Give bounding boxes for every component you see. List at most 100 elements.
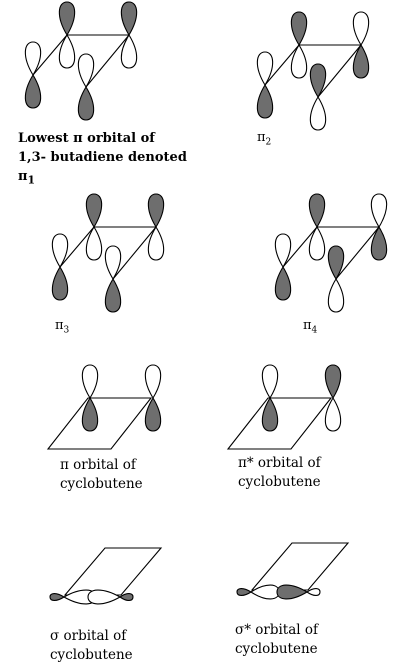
cyclobutene-pi-star-caption: π* orbital of cyclobutene xyxy=(238,454,321,492)
pi3-p-orbital-1-top-lobe xyxy=(51,233,69,269)
pi3-p-orbital-2 xyxy=(85,193,103,261)
cb-pistar-p-orbital-2 xyxy=(324,364,342,432)
pi1-p-orbital-2-bottom-lobe xyxy=(58,33,76,69)
pi2-p-orbital-2-top-lobe xyxy=(290,11,308,47)
pi1-p-orbital-3-top-lobe xyxy=(120,1,138,37)
pi3-p-orbital-1 xyxy=(51,233,69,301)
pi3-p-orbital-2-bottom-lobe xyxy=(85,225,103,261)
cyclobutene-sigma-diagram xyxy=(49,547,163,605)
pi4-p-orbital-4 xyxy=(327,245,345,313)
pi2-sym: π xyxy=(257,130,266,145)
pi2-p-orbital-1 xyxy=(256,51,274,119)
cyclobutene-pi-line2: cyclobutene xyxy=(60,476,143,492)
pi1-butadiene-diagram xyxy=(24,1,138,121)
pi4-sub: 4 xyxy=(311,325,318,336)
pi4-p-orbital-2 xyxy=(308,193,326,261)
pi3-p-orbital-4-top-lobe xyxy=(104,245,122,281)
pi3-p-orbital-4-bottom-lobe xyxy=(104,277,122,313)
cyclobutene-sigma-star-line2: cyclobutene xyxy=(235,641,318,657)
pi1-p-orbital-1-top-lobe xyxy=(24,41,42,77)
pi4-p-orbital-1-top-lobe xyxy=(274,233,292,269)
pi4-p-orbital-3-bottom-lobe xyxy=(370,225,388,261)
pi4-sym: π xyxy=(303,318,312,333)
cyclobutene-pi-star-line1: π* orbital of xyxy=(238,455,321,471)
cb-pi-p-orbital-2-top-lobe xyxy=(144,364,162,400)
cb-sigmastar-ring xyxy=(250,542,350,591)
pi2-p-orbital-4-bottom-lobe xyxy=(309,95,327,131)
pi4-butadiene-diagram xyxy=(274,193,388,313)
cb-pistar-p-orbital-2-bottom-lobe xyxy=(324,396,342,432)
pi1-symbol: π1 xyxy=(18,167,187,190)
pi4-p-orbital-2-top-lobe xyxy=(308,193,326,229)
pi1-bond-1-2 xyxy=(32,34,68,76)
cb-sigmastar-right-inner-lobe xyxy=(276,584,309,600)
pi2-p-orbital-1-top-lobe xyxy=(256,51,274,87)
cb-pistar-p-orbital-1 xyxy=(261,364,279,432)
pi2-p-orbital-4-top-lobe xyxy=(309,63,327,99)
pi2-p-orbital-2 xyxy=(290,11,308,79)
pi3-p-orbital-1-bottom-lobe xyxy=(51,265,69,301)
pi3-butadiene-diagram xyxy=(51,193,165,313)
pi2-p-orbital-3-top-lobe xyxy=(352,11,370,47)
pi1-p-orbital-3-bottom-lobe xyxy=(120,33,138,69)
cb-pistar-ring xyxy=(226,397,333,450)
pi4-p-orbital-1-bottom-lobe xyxy=(274,265,292,301)
cb-pi-p-orbital-1 xyxy=(81,364,99,432)
cb-sigma-ring xyxy=(63,547,163,596)
pi4-bond-3-4 xyxy=(335,226,380,280)
cb-pi-p-orbital-2-bottom-lobe xyxy=(144,396,162,432)
cyclobutene-sigma-line2: cyclobutene xyxy=(50,647,133,663)
cyclobutene-pi-star-line2: cyclobutene xyxy=(238,474,321,490)
pi4-p-orbital-4-bottom-lobe xyxy=(327,277,345,313)
pi2-p-orbital-3-bottom-lobe xyxy=(352,43,370,79)
pi4-label: π4 xyxy=(303,318,317,339)
pi3-bond-3-4 xyxy=(112,226,157,280)
pi3-p-orbital-3-bottom-lobe xyxy=(147,225,165,261)
pi4-p-orbital-4-top-lobe xyxy=(327,245,345,281)
pi3-p-orbital-3 xyxy=(147,193,165,261)
pi4-bond-1-2 xyxy=(282,226,318,268)
pi1-p-orbital-3 xyxy=(120,1,138,69)
cyclobutene-sigma-star-diagram xyxy=(236,542,350,600)
cb-sigmastar-left-inner-lobe xyxy=(249,584,280,600)
pi2-p-orbital-1-bottom-lobe xyxy=(256,83,274,119)
cb-pistar-p-orbital-2-top-lobe xyxy=(324,364,342,400)
pi1-caption: Lowest π orbital of 1,3- butadiene denot… xyxy=(18,129,187,190)
cb-pistar-p-orbital-1-bottom-lobe xyxy=(261,396,279,432)
pi2-label: π2 xyxy=(257,130,271,151)
pi2-sub: 2 xyxy=(265,137,272,148)
pi3-bond-1-2 xyxy=(59,226,95,268)
pi2-butadiene-diagram xyxy=(256,11,370,131)
pi3-p-orbital-4 xyxy=(104,245,122,313)
cb-pi-ring xyxy=(46,397,153,450)
pi1-caption-line1: Lowest π orbital of xyxy=(18,131,155,146)
cb-sigmastar-right-outer-lobe xyxy=(306,587,321,597)
pi1-sym: π xyxy=(18,169,28,184)
cb-sigma-left-outer-lobe xyxy=(49,592,66,602)
pi4-p-orbital-1 xyxy=(274,233,292,301)
pi2-p-orbital-4 xyxy=(309,63,327,131)
pi1-caption-line2: 1,3- butadiene denoted xyxy=(18,150,187,165)
pi3-sub: 3 xyxy=(63,325,70,336)
pi3-label: π3 xyxy=(55,318,69,339)
cyclobutene-sigma-star-caption: σ* orbital of cyclobutene xyxy=(235,621,318,659)
pi2-p-orbital-3 xyxy=(352,11,370,79)
pi3-sym: π xyxy=(55,318,64,333)
pi1-p-orbital-2 xyxy=(58,1,76,69)
cb-sigma-right-inner-lobe xyxy=(87,589,122,605)
cb-sigma-right-outer-lobe xyxy=(119,592,134,602)
pi2-bond-1-2 xyxy=(264,44,300,86)
pi4-p-orbital-3-top-lobe xyxy=(370,193,388,229)
cb-sigmastar-sigma-bond xyxy=(236,584,321,600)
pi1-p-orbital-1-bottom-lobe xyxy=(24,73,42,109)
pi1-p-orbital-1 xyxy=(24,41,42,109)
pi3-p-orbital-2-top-lobe xyxy=(85,193,103,229)
pi1-p-orbital-2-top-lobe xyxy=(58,1,76,37)
cyclobutene-sigma-line1: σ orbital of xyxy=(50,628,127,644)
pi4-p-orbital-2-bottom-lobe xyxy=(308,225,326,261)
pi4-p-orbital-3 xyxy=(370,193,388,261)
pi1-p-orbital-4-top-lobe xyxy=(77,53,95,89)
cyclobutene-pi-caption: π orbital of cyclobutene xyxy=(60,456,143,494)
cb-sigma-sigma-bond xyxy=(49,589,134,605)
